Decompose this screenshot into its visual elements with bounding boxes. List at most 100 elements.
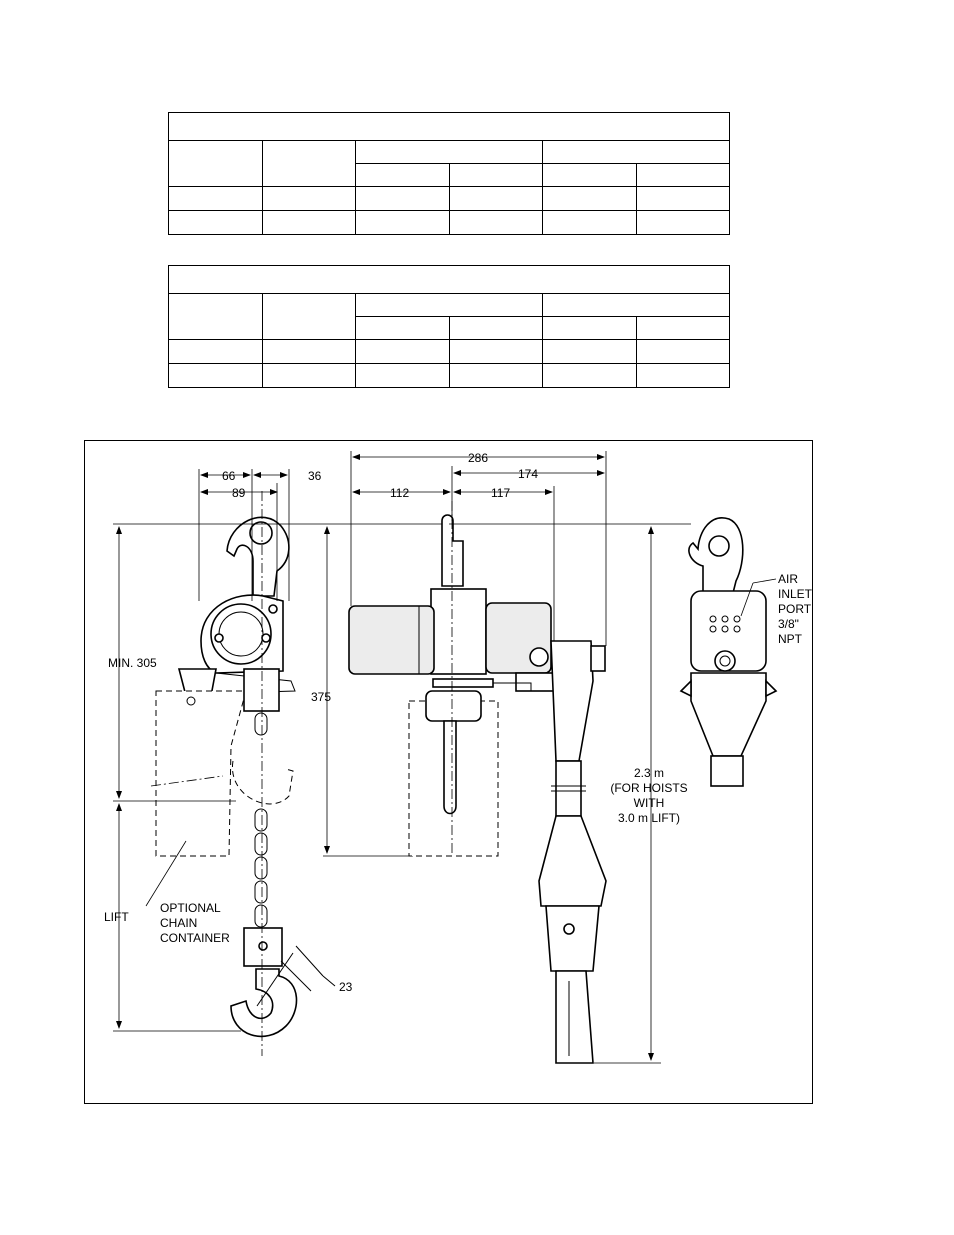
dim-min-305: MIN. 305	[108, 656, 157, 670]
table-cell	[635, 339, 730, 364]
gear-cover	[210, 603, 272, 665]
table-cell	[168, 339, 263, 364]
table-cell	[448, 186, 543, 211]
dim-36: 36	[308, 469, 322, 483]
handle-fitting	[590, 645, 606, 672]
dim-112: 112	[390, 486, 409, 500]
top-hook-front	[441, 514, 464, 587]
load-chain	[254, 712, 268, 928]
table-row	[168, 210, 730, 235]
bottom-hook	[230, 968, 298, 1038]
center-dimensions	[350, 451, 691, 1064]
table-cell	[542, 363, 637, 388]
container-pin	[186, 696, 196, 706]
header-cell	[261, 140, 356, 187]
table-cell	[168, 363, 263, 388]
handle-grip	[545, 905, 600, 972]
raised-hook-outline	[232, 760, 294, 805]
bolt	[214, 633, 224, 643]
gear-housing	[348, 605, 435, 675]
rear-neck	[710, 755, 744, 787]
side-view-hoist	[150, 491, 336, 1056]
trolley-adapter	[432, 678, 494, 688]
header-group-cell	[542, 293, 730, 317]
dim-89: 89	[232, 486, 246, 500]
dim-286: 286	[468, 451, 488, 465]
header-cell	[168, 140, 263, 187]
air-inlet-leader	[740, 582, 754, 617]
specification-table-1	[168, 112, 730, 235]
table-cell	[448, 210, 543, 235]
table-cell	[635, 186, 730, 211]
table-cell	[542, 339, 637, 364]
throat-ext	[295, 945, 324, 977]
header-cell	[635, 163, 730, 187]
length-note-2: (FOR HOISTS	[610, 781, 687, 795]
table-cell	[355, 186, 450, 211]
handle-tube	[555, 760, 582, 817]
table-cell	[635, 363, 730, 388]
table-cell	[448, 339, 543, 364]
table-cell	[355, 210, 450, 235]
length-note-3: WITH	[634, 796, 665, 810]
table-cell	[542, 186, 637, 211]
table-cell	[168, 210, 263, 235]
table-cell	[355, 363, 450, 388]
air-inlet-line-5: NPT	[778, 632, 803, 646]
length-note-4: 3.0 m LIFT)	[618, 811, 680, 825]
air-inlet-line-3: PORT	[778, 602, 812, 616]
header-cell	[448, 316, 543, 340]
header-cell	[168, 293, 263, 340]
dim-174: 174	[518, 467, 538, 481]
table-cell	[355, 339, 450, 364]
table-row	[168, 186, 730, 211]
table-cell	[635, 210, 730, 235]
load-block-upper	[243, 668, 280, 712]
throat-ext	[280, 960, 312, 992]
container-leader	[145, 840, 187, 907]
container-line-3: CONTAINER	[160, 931, 230, 945]
latch	[256, 952, 294, 1007]
table-cell	[261, 210, 356, 235]
table-row	[168, 363, 730, 388]
table-cell	[261, 363, 356, 388]
hook-eye	[249, 521, 273, 545]
container-centerline	[150, 775, 224, 787]
motor-foot	[515, 672, 557, 692]
header-cell	[542, 163, 637, 187]
air-inlet-line-2: INLET	[778, 587, 813, 601]
header-cell	[635, 316, 730, 340]
dim-117: 117	[491, 486, 510, 500]
load-block-front	[425, 690, 482, 722]
container-line-1: OPTIONAL	[160, 901, 221, 915]
table-cell	[168, 186, 263, 211]
lever-front	[493, 682, 532, 691]
handle-body	[538, 815, 607, 907]
header-group-cell	[542, 140, 730, 164]
air-inlet-line-1: AIR	[778, 572, 798, 586]
table-row	[168, 339, 730, 364]
table-cell	[448, 363, 543, 388]
header-cell	[355, 163, 450, 187]
dim-66: 66	[222, 469, 236, 483]
specification-table-2	[168, 265, 730, 388]
hoist-dimension-drawing: 66 36 89 MIN. 305 375 LIFT 23 OPTIONAL C…	[104, 451, 813, 1064]
control-handle	[538, 640, 607, 1064]
header-group-cell	[355, 140, 543, 164]
dim-375: 375	[311, 690, 331, 704]
bolt	[261, 633, 271, 643]
dimension-drawing-frame: 66 36 89 MIN. 305 375 LIFT 23 OPTIONAL C…	[84, 440, 813, 1104]
front-view-hoist	[348, 501, 557, 857]
table-cell	[542, 210, 637, 235]
rear-cone	[690, 672, 767, 757]
block-pin	[258, 941, 268, 951]
dim-lift: LIFT	[104, 910, 129, 924]
inlet-fitting	[529, 647, 549, 667]
top-hook	[226, 516, 290, 597]
air-inlet-port	[714, 650, 736, 672]
leader-23	[322, 975, 336, 987]
air-inlet-line-4: 3/8"	[778, 617, 799, 631]
hook-shank-front	[443, 720, 457, 815]
container-line-2: CHAIN	[160, 916, 197, 930]
dim-23: 23	[339, 980, 353, 994]
